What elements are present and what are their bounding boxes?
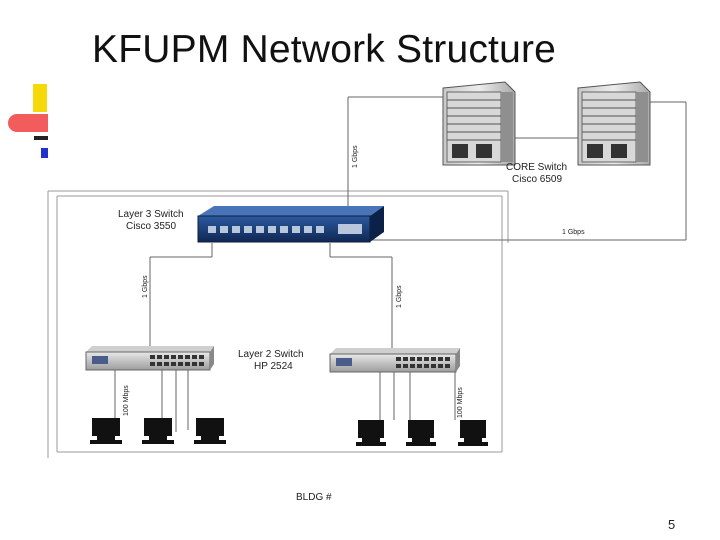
link-label-l3-l2-left: 1 Gbps xyxy=(142,275,149,298)
pc-icon xyxy=(90,418,122,444)
pc-icons-right xyxy=(356,420,488,446)
layer2-switch-label-1: Layer 2 Switch xyxy=(238,349,304,360)
link-label-l3-l2-right: 1 Gbps xyxy=(396,285,403,308)
pc-icon xyxy=(406,420,436,446)
building-outline xyxy=(47,190,509,458)
pc-icons-left xyxy=(90,418,226,444)
core-switch-right xyxy=(577,81,651,166)
pc-icon xyxy=(356,420,386,446)
pc-icon xyxy=(458,420,488,446)
layer2-switch-left xyxy=(85,346,214,371)
link-label-core-right: 1 Gbps xyxy=(562,229,585,236)
link-label-l2-pc-left: 100 Mbps xyxy=(123,385,130,416)
layer2-switch-right xyxy=(329,348,460,373)
core-switch-label-1: CORE Switch xyxy=(506,162,567,173)
layer3-switch-label-2: Cisco 3550 xyxy=(126,221,176,232)
core-switch-left xyxy=(442,81,516,166)
accent-decoration xyxy=(0,84,60,164)
layer3-switch xyxy=(197,206,384,243)
slide-title: KFUPM Network Structure xyxy=(92,28,557,71)
page-number: 5 xyxy=(668,517,676,532)
layer2-switch-label-2: HP 2524 xyxy=(254,361,293,372)
link-label-core-left: 1 Gbps xyxy=(352,145,359,168)
pc-icon xyxy=(194,418,226,444)
link-lines xyxy=(114,96,687,432)
building-label: BLDG # xyxy=(296,492,332,503)
layer3-switch-label-1: Layer 3 Switch xyxy=(118,209,184,220)
link-label-l2-pc-right: 100 Mbps xyxy=(457,387,464,418)
pc-icon xyxy=(142,418,174,444)
core-switch-label-2: Cisco 6509 xyxy=(512,174,562,185)
